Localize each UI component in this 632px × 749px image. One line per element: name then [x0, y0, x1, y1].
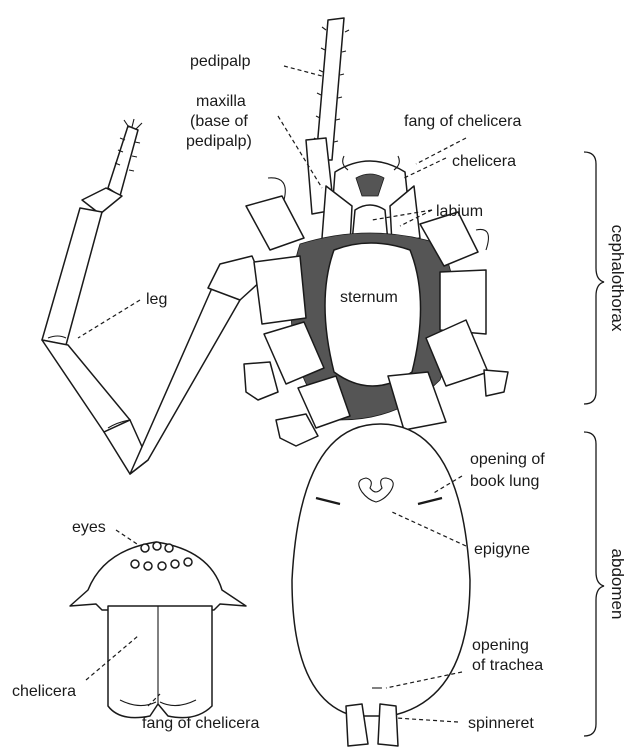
abdomen-outline: [292, 424, 470, 716]
label-trachea-2: of trachea: [472, 657, 543, 674]
front-view-drawing: [70, 542, 246, 718]
leg-femur: [130, 288, 240, 474]
sternum-drawing: [325, 243, 421, 386]
front-chelicerae: [108, 606, 212, 718]
label-book-lung-2: book lung: [470, 473, 539, 490]
cephalothorax-brace: [584, 152, 604, 404]
label-maxilla-3: pedipalp): [186, 133, 252, 150]
abdomen-brace: [584, 432, 604, 736]
label-epigyne: epigyne: [474, 541, 530, 558]
leg-stub-r1: [476, 229, 488, 250]
leg-stub-l3: [244, 362, 278, 400]
leader-pedipalp: [284, 66, 322, 76]
label-fang-top: fang of chelicera: [404, 113, 522, 130]
label-pedipalp: pedipalp: [190, 53, 251, 70]
head-front: [70, 542, 246, 610]
label-maxilla: maxilla: [196, 93, 246, 110]
leader-spinneret: [396, 718, 458, 722]
spinneret-right-drawing: [378, 704, 398, 746]
label-book-lung: opening of: [470, 451, 545, 468]
label-sternum: sternum: [340, 289, 398, 306]
label-fang-bottom: fang of chelicera: [142, 715, 260, 732]
coxa-l1: [246, 196, 304, 250]
leader-chelicera-top: [404, 158, 446, 178]
leader-leg: [78, 300, 140, 338]
abdomen-drawing: [292, 424, 470, 746]
label-cephalothorax: cephalothorax: [608, 225, 627, 332]
label-chelicera-top: chelicera: [452, 153, 516, 170]
label-spinneret: spinneret: [468, 715, 534, 732]
leg-tarsus: [108, 126, 138, 196]
label-trachea: opening: [472, 637, 529, 654]
coxa-l2: [254, 256, 306, 324]
label-abdomen: abdomen: [608, 549, 627, 620]
label-leg: leg: [146, 291, 167, 308]
label-maxilla-2: (base of: [190, 113, 248, 130]
label-chelicera-bottom: chelicera: [12, 683, 76, 700]
leg-metatarsus: [42, 208, 102, 345]
label-eyes: eyes: [72, 519, 106, 536]
leg-stub-r3: [484, 370, 508, 396]
label-labium: labium: [436, 203, 483, 220]
leader-eyes: [116, 530, 140, 546]
leg-tibia: [42, 340, 130, 432]
